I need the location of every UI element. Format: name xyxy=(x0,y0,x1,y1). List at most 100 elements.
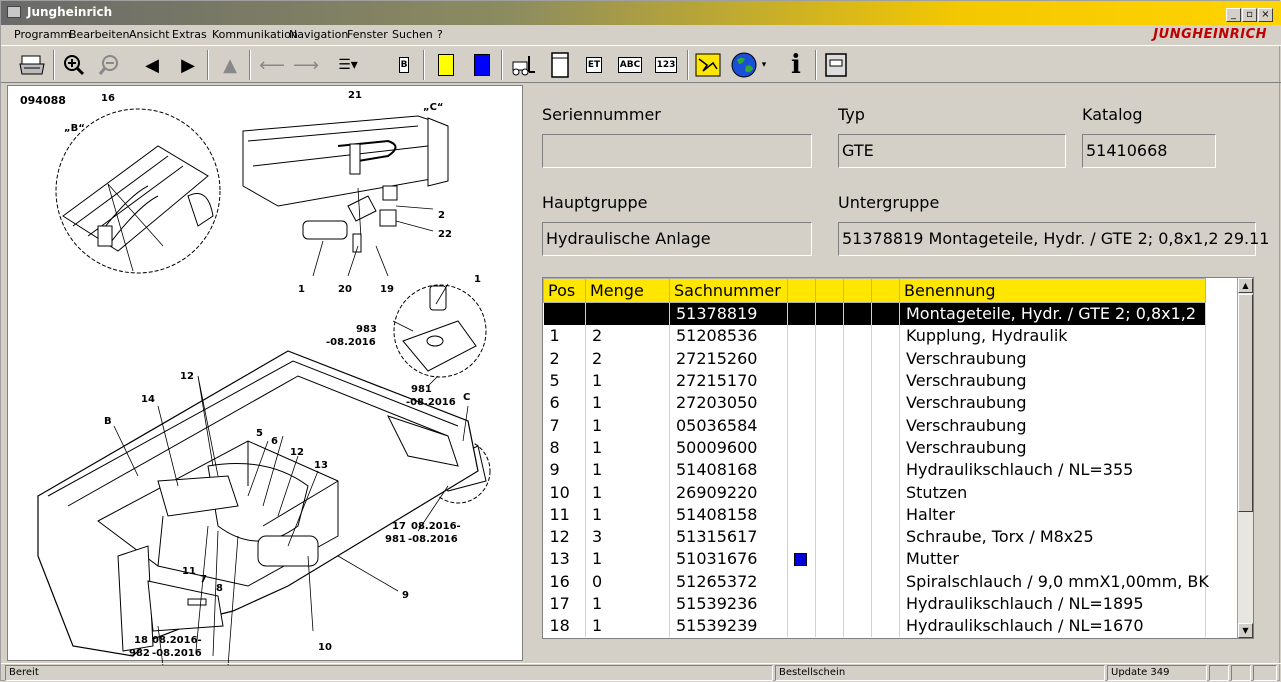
cell-marker-3 xyxy=(843,436,872,459)
table-scrollbar[interactable]: ▲ ▼ xyxy=(1237,278,1253,638)
close-button[interactable]: × xyxy=(1258,8,1273,22)
menu-help[interactable]: ? xyxy=(437,28,443,41)
menu-navigation[interactable]: Navigation xyxy=(289,28,349,41)
cell-menge xyxy=(585,302,670,325)
cell-marker-3 xyxy=(843,480,872,504)
globe-icon[interactable] xyxy=(729,50,759,80)
cell-benennung: Mutter xyxy=(899,547,1206,571)
callout-label: 9 xyxy=(402,590,409,601)
next-icon[interactable]: ▶ xyxy=(181,54,195,76)
cell-marker-2 xyxy=(815,503,844,526)
type-field[interactable]: GTE xyxy=(838,134,1066,168)
menu-bearbeiten[interactable]: Bearbeiten xyxy=(69,28,130,41)
number-list-icon[interactable]: 123 xyxy=(651,50,681,80)
et-list-icon[interactable]: ET xyxy=(579,50,609,80)
column-header-marker-4[interactable] xyxy=(871,278,900,303)
info-icon[interactable]: i xyxy=(791,50,801,80)
zoom-out-icon[interactable] xyxy=(95,50,125,80)
b-list-icon[interactable]: B xyxy=(389,50,419,80)
menu-extras[interactable]: Extras xyxy=(172,28,207,41)
yellow-marker-button[interactable] xyxy=(431,50,461,80)
cell-menge: 2 xyxy=(585,347,670,370)
scroll-down-icon[interactable]: ▼ xyxy=(1238,623,1253,638)
main-group-field[interactable]: Hydraulische Anlage xyxy=(542,222,812,256)
menu-programm[interactable]: Programm xyxy=(14,28,72,41)
status-bar: Bereit Bestellschein Update 349 xyxy=(1,663,1281,682)
cell-menge: 1 xyxy=(585,391,670,414)
cell-marker-4 xyxy=(871,324,900,348)
cell-benennung: Hydraulikschlauch / NL=355 xyxy=(899,458,1206,481)
menu-kommunikation[interactable]: Kommunikation xyxy=(212,28,298,41)
back-arrow-icon[interactable]: ⟵ xyxy=(259,54,285,76)
cell-menge: 1 xyxy=(585,503,670,526)
column-header-menge[interactable]: Menge xyxy=(585,278,670,303)
minimize-button[interactable]: _ xyxy=(1226,8,1241,22)
scroll-thumb[interactable] xyxy=(1238,294,1253,512)
cell-marker-4 xyxy=(871,347,900,370)
callout-label: 12 xyxy=(290,447,304,458)
tree-view-icon[interactable]: ☰▾ xyxy=(338,57,358,73)
blue-marker-button[interactable] xyxy=(467,50,497,80)
callout-label: 12 xyxy=(180,371,194,382)
toolbar: ◀ ▶ ▲ ⟵ ⟶ ☰▾ B ET ABC 123 ▾ i xyxy=(1,45,1281,83)
window-title: Jungheinrich xyxy=(27,5,113,19)
cell-pos: 6 xyxy=(543,391,586,414)
globe-dropdown-icon[interactable]: ▾ xyxy=(761,60,767,70)
cell-pos xyxy=(543,302,586,325)
print-icon[interactable] xyxy=(17,50,47,80)
column-header-marker-2[interactable] xyxy=(815,278,844,303)
up-icon[interactable]: ▲ xyxy=(223,54,237,76)
drawing-canvas: 16 „B“ 21 „C“ 2 22 1 20 19 1 983 -08.201… xyxy=(37,90,491,667)
cell-menge: 1 xyxy=(585,614,670,637)
menu-ansicht[interactable]: Ansicht xyxy=(129,28,170,41)
forward-arrow-icon[interactable]: ⟶ xyxy=(293,54,319,76)
cell-pos: 17 xyxy=(543,592,586,615)
zoom-in-icon[interactable] xyxy=(59,50,89,80)
column-header-benennung[interactable]: Benennung xyxy=(899,278,1206,303)
column-header-sachnummer[interactable]: Sachnummer xyxy=(669,278,788,303)
cell-marker-1 xyxy=(787,458,816,481)
forklift-icon[interactable] xyxy=(507,50,537,80)
callout-label: 19 xyxy=(380,284,394,295)
scroll-up-icon[interactable]: ▲ xyxy=(1238,278,1253,293)
title-bar[interactable]: Jungheinrich _ ▫ × xyxy=(1,1,1281,25)
menu-fenster[interactable]: Fenster xyxy=(347,28,388,41)
cell-benennung: Halter xyxy=(899,503,1206,526)
cell-marker-3 xyxy=(843,570,872,593)
previous-icon[interactable]: ◀ xyxy=(145,54,159,76)
map-icon[interactable] xyxy=(693,50,723,80)
callout-label: 5 xyxy=(256,428,263,439)
column-header-marker-1[interactable] xyxy=(787,278,816,303)
catalog-field[interactable]: 51410668 xyxy=(1082,134,1216,168)
exploded-view-drawing[interactable]: 094088 xyxy=(7,85,523,667)
archive-icon[interactable] xyxy=(821,50,851,80)
document-icon[interactable] xyxy=(545,50,575,80)
serial-number-field[interactable] xyxy=(542,134,812,168)
cell-pos: 7 xyxy=(543,413,586,437)
restore-button[interactable]: ▫ xyxy=(1242,8,1257,22)
cell-marker-3 xyxy=(843,391,872,414)
abc-list-icon[interactable]: ABC xyxy=(615,50,645,80)
sub-group-field[interactable]: 51378819 Montageteile, Hydr. / GTE 2; 0,… xyxy=(838,222,1269,256)
cell-marker-2 xyxy=(815,458,844,481)
column-header-pos[interactable]: Pos xyxy=(543,278,586,303)
column-header-marker-3[interactable] xyxy=(843,278,872,303)
cell-marker-1 xyxy=(787,347,816,370)
menu-suchen[interactable]: Suchen xyxy=(392,28,433,41)
